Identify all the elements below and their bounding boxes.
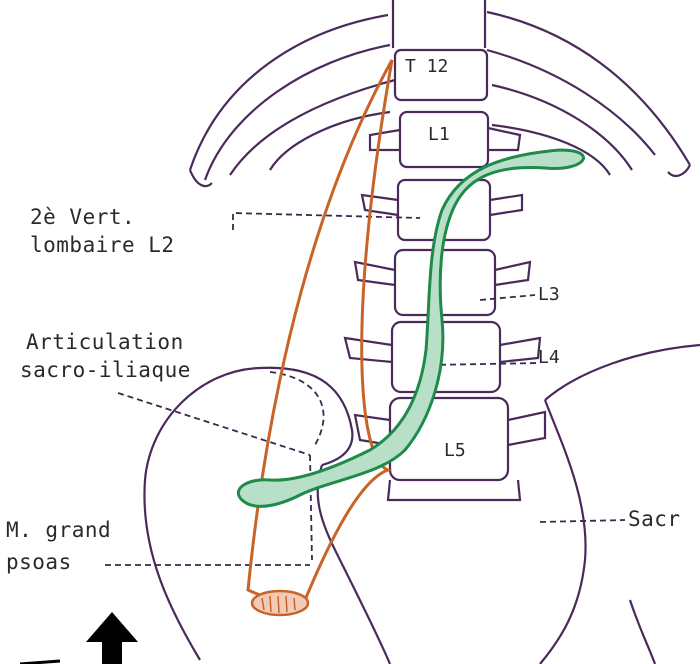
label-l3: L3 bbox=[538, 284, 560, 305]
label-l5: L5 bbox=[444, 440, 466, 461]
label-psoas-line2: psoas bbox=[6, 550, 72, 574]
label-sacro-line1: Articulation bbox=[26, 330, 184, 354]
label-t12: T 12 bbox=[405, 56, 448, 77]
up-arrow-icon bbox=[86, 612, 138, 664]
label-vert-l2-line2: lombaire L2 bbox=[30, 233, 175, 257]
label-sacro-line2: sacro-iliaque bbox=[20, 358, 191, 382]
label-psoas-line1: M. grand bbox=[6, 518, 111, 542]
label-l4: L4 bbox=[538, 347, 560, 368]
label-vert-l2-line1: 2è Vert. bbox=[30, 205, 135, 229]
label-sacrum: Sacr bbox=[628, 507, 681, 531]
label-l1: L1 bbox=[428, 124, 450, 145]
